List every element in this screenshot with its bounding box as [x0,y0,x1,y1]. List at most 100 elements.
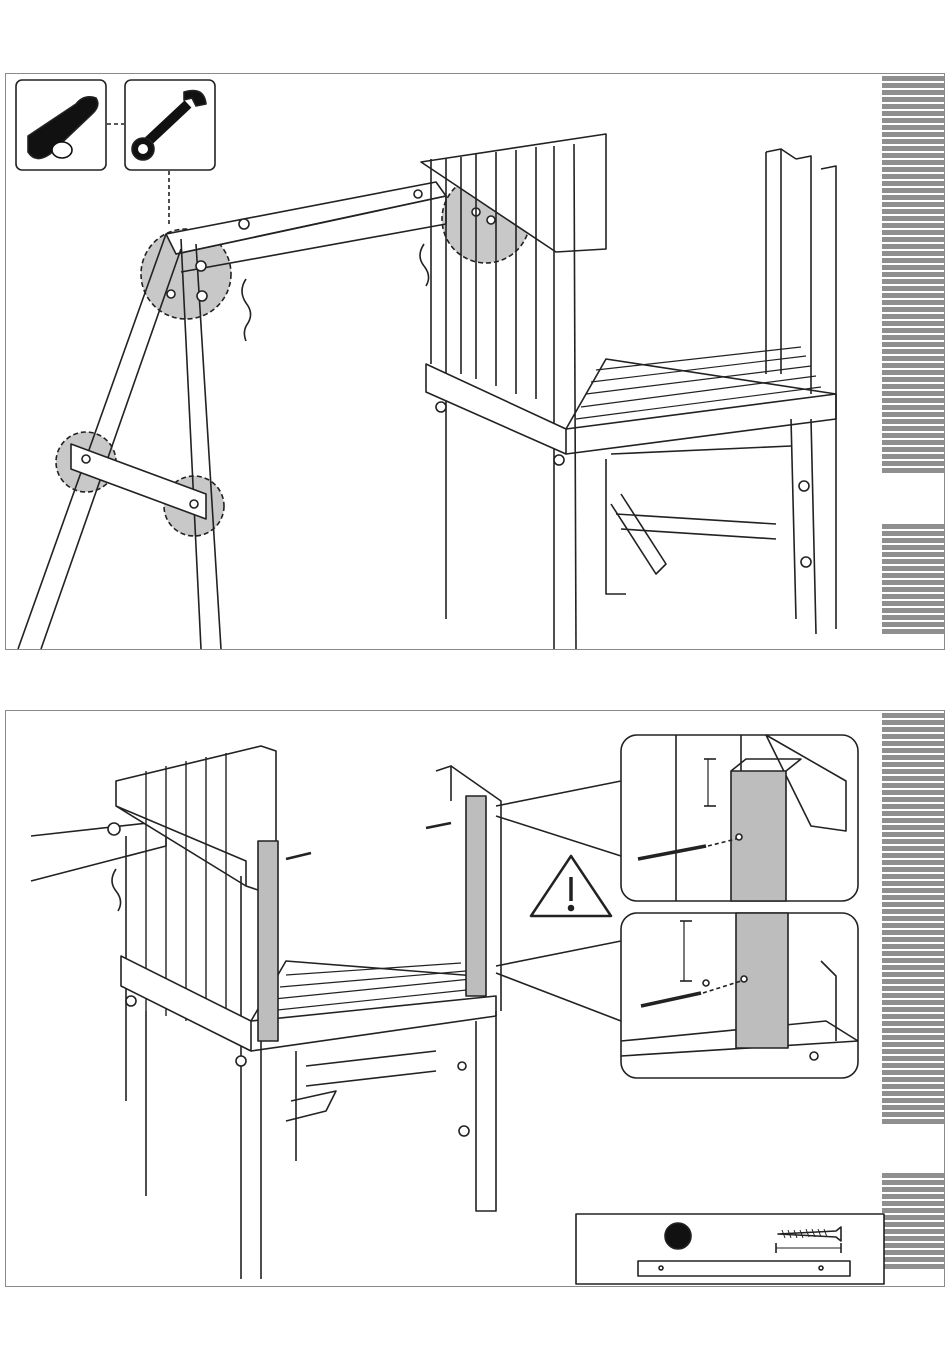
tab-stripe [882,167,944,174]
tab-stripe [882,727,944,734]
new-post-left [258,841,278,1041]
tab-stripe [882,1021,944,1028]
step-2-panel [5,710,945,1287]
tab-stripe [882,622,944,629]
tab-stripe [882,321,944,328]
tab-stripe [882,888,944,895]
tab-stripe [882,349,944,356]
detail-inset-bottom [621,913,858,1078]
tab-stripe [882,734,944,741]
tab-stripe [882,1035,944,1042]
tab-stripe [882,1201,944,1208]
tab-stripe [882,545,944,552]
tab-stripe [882,181,944,188]
tab-stripe [882,748,944,755]
tab-stripe [882,538,944,545]
tab-stripe [882,867,944,874]
tab-stripe [882,811,944,818]
tab-stripe [882,1264,944,1271]
tab-stripe [882,839,944,846]
tab-stripe [882,895,944,902]
tab-stripe [882,1236,944,1243]
tab-stripe [882,615,944,622]
tab-stripe [882,230,944,237]
tab-stripe [882,573,944,580]
tab-stripe [882,965,944,972]
tab-stripe [882,979,944,986]
open-end-wrench-icon [125,80,215,170]
tab-stripe [882,300,944,307]
tab-stripe [882,384,944,391]
tab-stripe [882,769,944,776]
tab-stripe [882,209,944,216]
tab-stripe [882,601,944,608]
detail-inset-top [621,735,858,901]
tab-stripe [882,1173,944,1180]
tab-stripe [882,993,944,1000]
tab-stripe [882,1028,944,1035]
tab-stripe [882,874,944,881]
tab-stripe [882,223,944,230]
tab-stripe [882,76,944,83]
tab-stripe [882,804,944,811]
tab-stripe [882,937,944,944]
tab-stripe [882,832,944,839]
tab-stripe [882,118,944,125]
tab-stripe [882,559,944,566]
tab-stripe [882,272,944,279]
tab-stripe [882,293,944,300]
tab-stripe [882,972,944,979]
tab-stripe [882,1091,944,1098]
tab-stripe [882,916,944,923]
tab-stripe [882,783,944,790]
tab-stripe [882,412,944,419]
tab-stripe [882,307,944,314]
tab-stripe [882,958,944,965]
tab-stripe [882,1049,944,1056]
socket-wrench-icon [16,80,106,170]
tab-stripe [882,741,944,748]
tab-stripe [882,909,944,916]
tab-stripe [882,258,944,265]
tab-stripe [882,1070,944,1077]
tab-stripe [882,755,944,762]
tab-stripe [882,153,944,160]
tab-stripe [882,461,944,468]
tab-stripe [882,881,944,888]
side-tab-stripes-bottom [882,524,944,644]
tab-stripe [882,195,944,202]
tab-stripe [882,188,944,195]
tab-stripe [882,1119,944,1126]
tab-stripe [882,377,944,384]
tab-stripe [882,818,944,825]
tab-stripe [882,1180,944,1187]
tab-stripe [882,1222,944,1229]
tab-stripe [882,531,944,538]
tab-stripe [882,244,944,251]
tab-stripe [882,335,944,342]
tab-stripe [882,104,944,111]
plank-icon [638,1261,850,1276]
tab-stripe [882,825,944,832]
tab-stripe [882,356,944,363]
tab-stripe [882,790,944,797]
tab-stripe [882,853,944,860]
tab-stripe [882,454,944,461]
black-dot-icon [665,1223,691,1249]
tab-stripe [882,930,944,937]
step-1-panel [5,73,945,650]
tab-stripe [882,1098,944,1105]
tab-stripe [882,125,944,132]
step-1-illustration [6,74,886,649]
tab-stripe [882,1000,944,1007]
tab-stripe [882,1215,944,1222]
tab-stripe [882,1257,944,1264]
tab-stripe [882,776,944,783]
tab-stripe [882,97,944,104]
tab-stripe [882,419,944,426]
warning-triangle-icon [531,856,611,916]
tab-stripe [882,370,944,377]
tab-stripe [882,860,944,867]
tab-stripe [882,720,944,727]
tab-stripe [882,1194,944,1201]
